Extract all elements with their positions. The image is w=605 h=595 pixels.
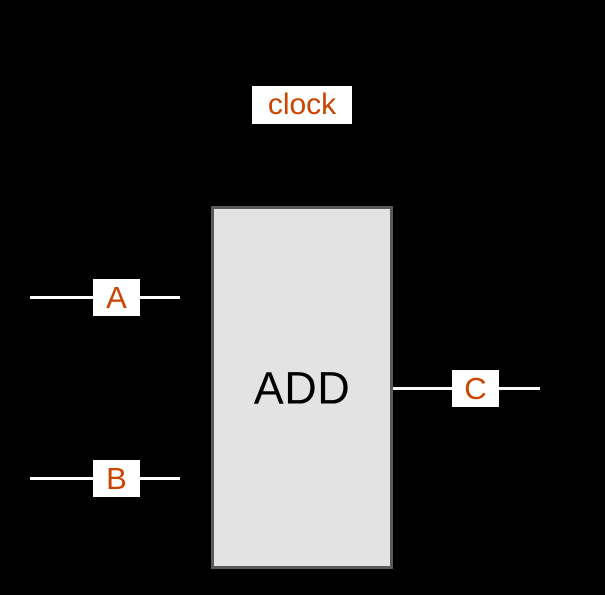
add-block-label: ADD — [253, 362, 351, 413]
port-label-a[interactable]: A — [93, 279, 140, 316]
port-label-b[interactable]: B — [93, 460, 140, 497]
port-label-c[interactable]: C — [452, 370, 499, 407]
add-block[interactable]: ADD — [211, 206, 393, 569]
clock-signal-label[interactable]: clock — [252, 86, 352, 124]
